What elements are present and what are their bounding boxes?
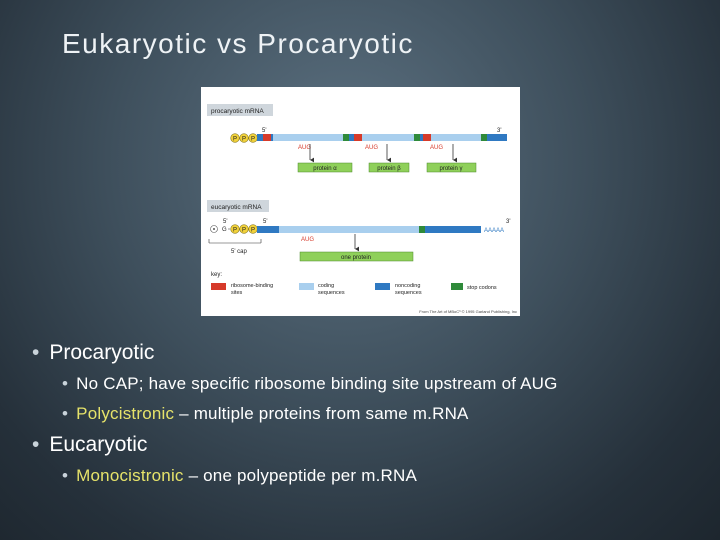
bullet-euk-item-1: • Monocistronic – one polypeptide per m.R… <box>62 466 417 486</box>
phosphate-label: P <box>233 228 237 234</box>
euk-five-prime-cap: 5' <box>223 219 227 225</box>
slide-title: Eukaryotic vs Procaryotic <box>62 28 414 59</box>
prok-item-2-text: – multiple proteins from same m.RNA <box>174 404 469 423</box>
mrna-figure: procaryotic mRNA P P P 5' 3' AUG AUG A <box>201 87 520 316</box>
phosphate-label: P <box>242 137 246 143</box>
key-stop-label: stop codons <box>467 285 497 291</box>
aug-label: AUG <box>365 145 378 151</box>
bullet-eucaryotic: • Eucaryotic <box>32 433 147 457</box>
euk-header: eucaryotic mRNA <box>211 204 262 211</box>
key-noncoding-label-2: sequences <box>395 290 422 296</box>
sub-bullet-icon: • <box>62 466 69 485</box>
key-noncoding-label-1: noncoding <box>395 283 420 289</box>
phosphate-label: P <box>242 228 246 234</box>
protein-beta-label: protein β <box>377 166 401 172</box>
prok-three-prime: 3' <box>497 128 501 134</box>
prok-five-prime: 5' <box>262 128 266 134</box>
key-label: key: <box>211 272 222 278</box>
key-coding-swatch <box>299 283 314 290</box>
guanine-label: G <box>222 227 227 233</box>
procaryotic-heading: Procaryotic <box>49 341 155 364</box>
prok-mrna-strand <box>257 134 507 141</box>
aug-label: AUG <box>298 145 311 151</box>
protein-gamma-label: protein γ <box>439 166 462 172</box>
key-rbs-swatch <box>211 283 226 290</box>
prok-item-1-text: No CAP; have specific ribosome binding s… <box>76 374 558 393</box>
key-rbs-label-1: ribosome-binding <box>231 283 273 289</box>
euk-header-box <box>207 200 269 212</box>
prok-triphosphate: P P P <box>230 133 258 143</box>
sub-bullet-icon: • <box>62 374 69 393</box>
figure-credit: From The Art of MBoC³ © 1995 Garland Pub… <box>419 309 517 314</box>
euk-mrna-strand <box>257 226 481 233</box>
prok-header: procaryotic mRNA <box>211 108 264 115</box>
bullet-icon: • <box>32 341 40 364</box>
polycistronic-term: Polycistronic <box>76 404 175 423</box>
poly-a-tail: AAAAA <box>484 228 504 234</box>
prok-header-box <box>207 104 273 116</box>
key-stop-swatch <box>451 283 463 290</box>
key-coding-label-1: coding <box>318 283 334 289</box>
euk-cap: G P P P <box>210 224 258 234</box>
protein-beta-bar <box>368 162 410 173</box>
phosphate-label: P <box>233 137 237 143</box>
one-protein-label: one protein <box>341 255 371 261</box>
protein-alpha-bar <box>297 162 353 173</box>
cap-bracket <box>208 239 262 244</box>
protein-alpha-label: protein α <box>313 166 337 172</box>
euk-five-prime: 5' <box>263 219 267 225</box>
key-rbs-label-2: sites <box>231 290 243 296</box>
bullet-prok-item-1: • No CAP; have specific ribosome binding … <box>62 374 558 394</box>
monocistronic-term: Monocistronic <box>76 466 184 485</box>
protein-gamma-bar <box>426 162 477 173</box>
bullet-prok-item-2: • Polycistronic – multiple proteins from … <box>62 404 469 424</box>
aug-label: AUG <box>430 145 443 151</box>
key-coding-label-2: sequences <box>318 290 345 296</box>
eucaryotic-heading: Eucaryotic <box>49 433 148 456</box>
bullet-procaryotic: • Procaryotic <box>32 341 154 365</box>
sub-bullet-icon: • <box>62 404 69 423</box>
euk-three-prime: 3' <box>506 219 510 225</box>
euk-item-1-text: – one polypeptide per m.RNA <box>183 466 417 485</box>
key-noncoding-swatch <box>375 283 390 290</box>
bullet-icon: • <box>32 433 40 456</box>
phosphate-label: P <box>251 228 255 234</box>
one-protein-bar <box>299 251 414 262</box>
aug-label: AUG <box>301 237 314 243</box>
phosphate-label: P <box>251 137 255 143</box>
cap-label: 5' cap <box>231 249 247 255</box>
